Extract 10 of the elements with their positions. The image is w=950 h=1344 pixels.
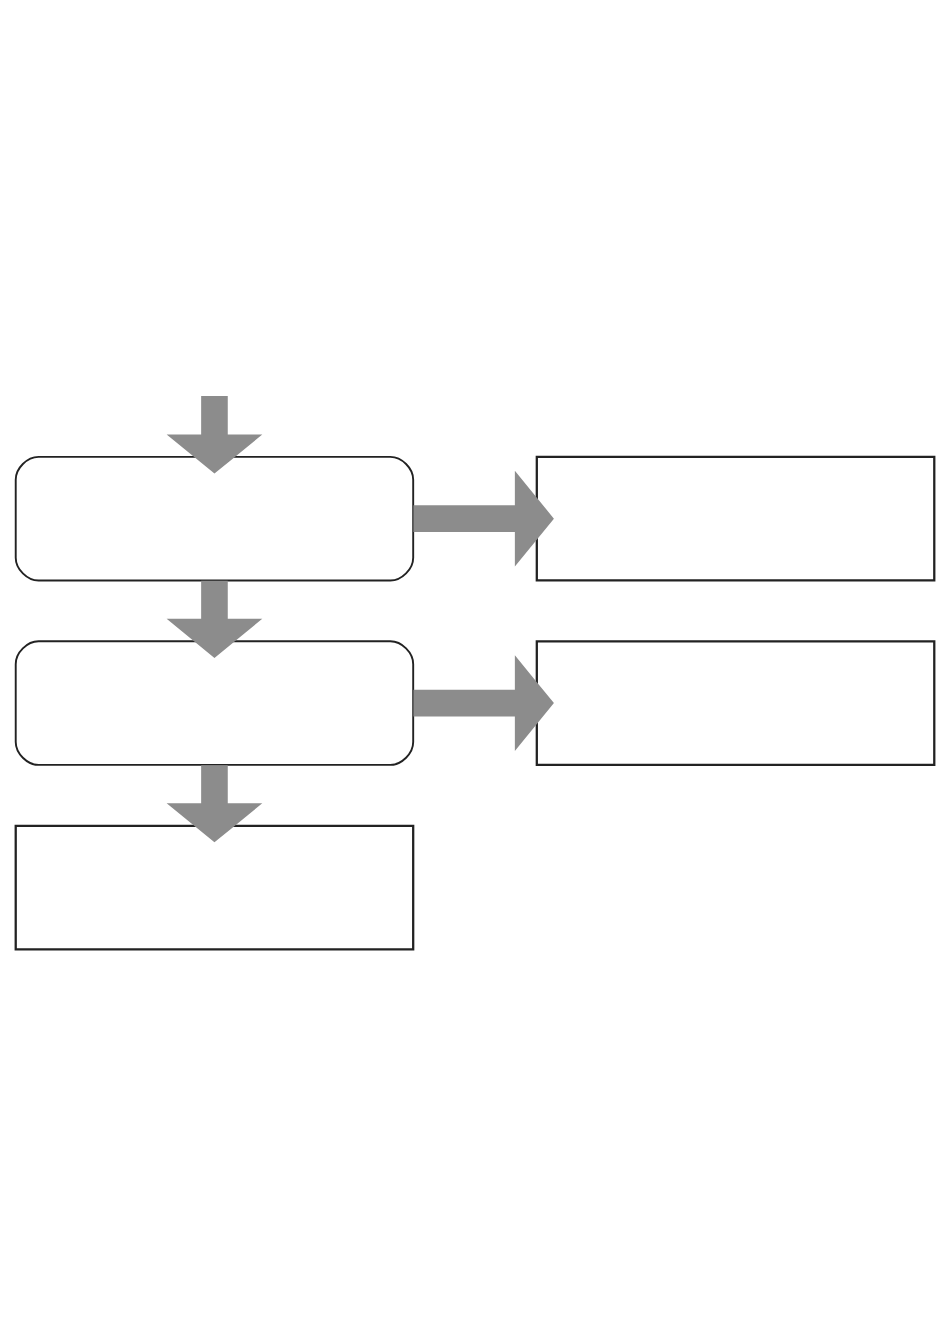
node-box: [14, 455, 415, 582]
arrow: [166, 396, 263, 474]
arrow: [413, 655, 554, 751]
arrow: [166, 765, 263, 843]
node-box: [535, 640, 936, 767]
node-box: [14, 824, 415, 951]
node-box: [535, 455, 936, 582]
node-box: [14, 640, 415, 766]
arrow: [413, 470, 554, 567]
arrow: [166, 580, 263, 658]
